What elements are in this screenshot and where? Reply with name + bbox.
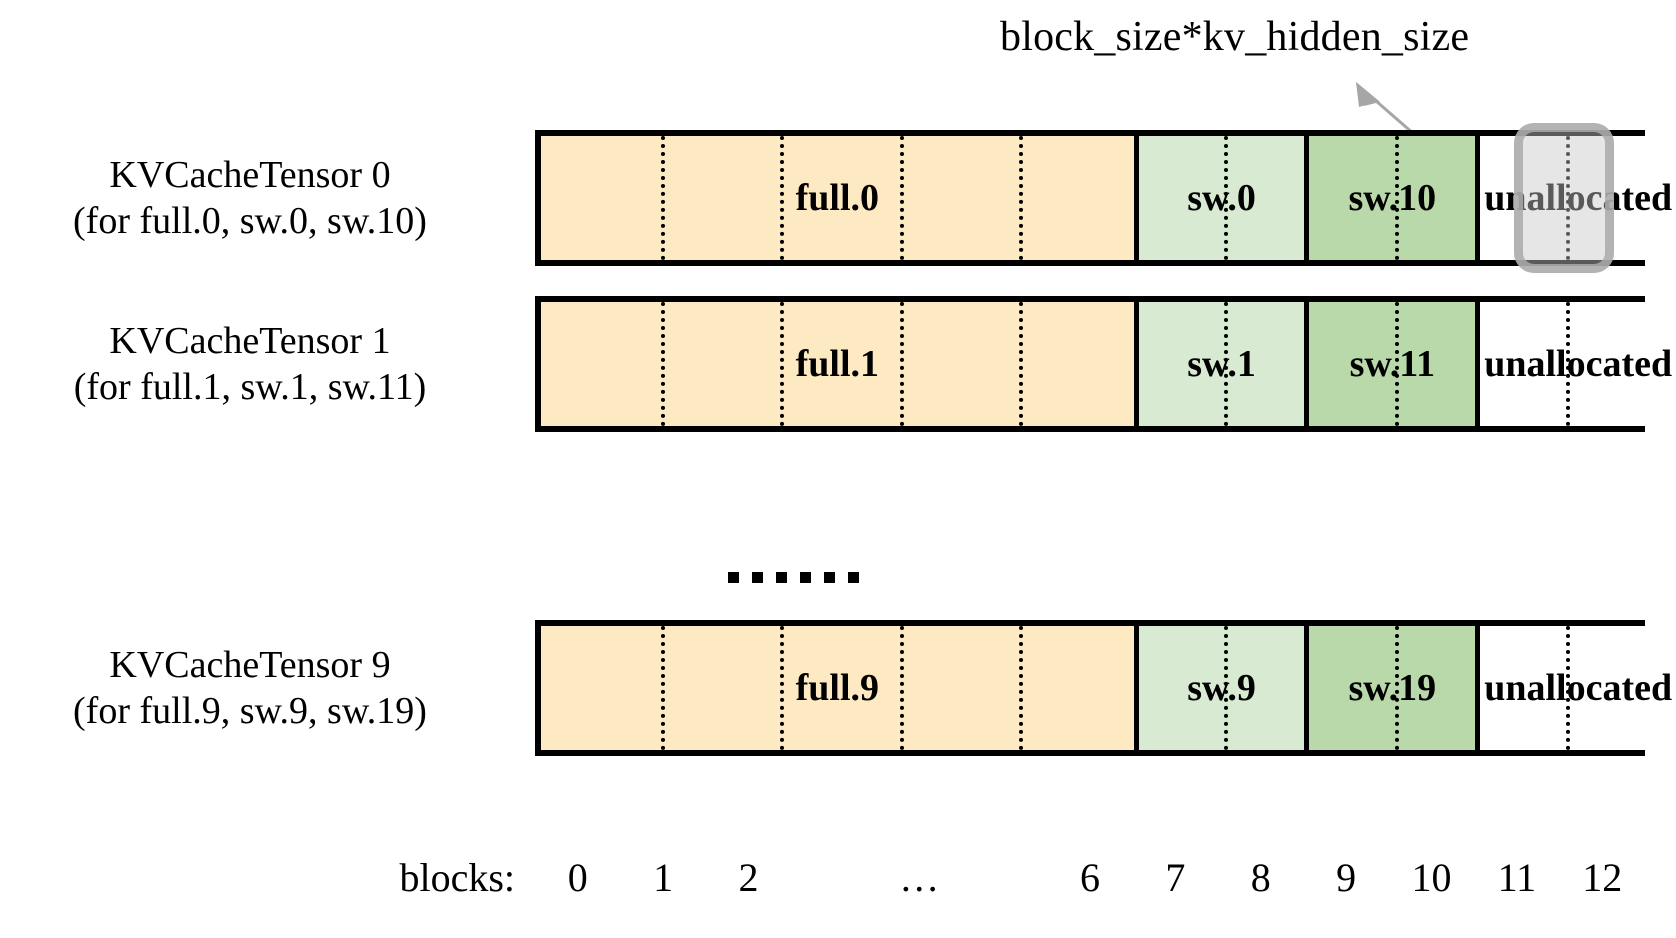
block-index-tick: 0 — [567, 855, 588, 900]
block-divider — [1019, 626, 1024, 750]
unallocated-cell[interactable]: unallocated — [1480, 626, 1676, 750]
full-cell[interactable]: full.0 — [541, 136, 1139, 260]
ellipsis-dot — [728, 572, 739, 583]
sw-dark-cell[interactable]: sw.11 — [1309, 302, 1481, 426]
cell-label: sw.19 — [1348, 666, 1437, 709]
block-divider — [1565, 136, 1570, 260]
block-index-tick: 2 — [738, 855, 759, 900]
blocks-axis-title: blocks: — [399, 855, 515, 900]
cell-label: sw.11 — [1349, 342, 1436, 385]
cell-label: sw.1 — [1187, 342, 1256, 385]
block-divider — [660, 626, 665, 750]
kvcache-tensor-bar: full.0 sw.0 sw.10 unallocated — [535, 130, 1676, 266]
block-divider — [780, 302, 785, 426]
sw-dark-cell[interactable]: sw.19 — [1309, 626, 1481, 750]
block-divider — [1394, 626, 1399, 750]
block-divider — [899, 626, 904, 750]
kvcache-tensor-bar: full.1 sw.1 sw.11 unallocated — [535, 296, 1676, 432]
block-index-tick: 6 — [1080, 855, 1100, 900]
tensor-row-label-line1: KVCacheTensor 9 — [109, 643, 391, 686]
sw-dark-cell[interactable]: sw.10 — [1309, 136, 1481, 260]
block-divider — [780, 626, 785, 750]
vertical-ellipsis — [728, 572, 859, 583]
tensor-row-label-line1: KVCacheTensor 0 — [109, 153, 391, 196]
tensor-row: KVCacheTensor 9(for full.9, sw.9, sw.19)… — [0, 620, 1676, 756]
unallocated-cell[interactable]: unallocated — [1480, 136, 1676, 260]
block-index-tick: … — [899, 855, 940, 900]
cell-label: sw.10 — [1348, 176, 1437, 219]
block-divider — [660, 302, 665, 426]
full-cell[interactable]: full.9 — [541, 626, 1139, 750]
tensor-row: KVCacheTensor 0(for full.0, sw.0, sw.10)… — [0, 130, 1676, 266]
ellipsis-dot — [824, 572, 835, 583]
full-cell[interactable]: full.1 — [541, 302, 1139, 426]
cell-label: unallocated — [1484, 666, 1673, 709]
cell-label: full.1 — [795, 342, 880, 385]
block-index-tick: 10 — [1411, 855, 1452, 900]
cell-label: unallocated — [1484, 176, 1673, 219]
ellipsis-dot — [848, 572, 859, 583]
kvcache-tensor-bar: full.9 sw.9 sw.19 unallocated — [535, 620, 1676, 756]
ellipsis-dot — [752, 572, 763, 583]
sw-cell[interactable]: sw.1 — [1138, 302, 1310, 426]
cell-label: sw.0 — [1187, 176, 1256, 219]
unallocated-cell[interactable]: unallocated — [1480, 302, 1676, 426]
block-divider — [1019, 136, 1024, 260]
tensor-row: KVCacheTensor 1(for full.1, sw.1, sw.11)… — [0, 296, 1676, 432]
tensor-row-label: KVCacheTensor 9(for full.9, sw.9, sw.19) — [0, 620, 500, 756]
block-index-tick: 1 — [653, 855, 674, 900]
block-index-tick: 9 — [1336, 855, 1357, 900]
cell-label: full.9 — [795, 666, 880, 709]
block-index-tick: 7 — [1165, 855, 1186, 900]
block-divider — [899, 302, 904, 426]
tensor-row-label-line2: (for full.9, sw.9, sw.19) — [73, 690, 427, 732]
annotation-label: block_size*kv_hidden_size — [1000, 14, 1470, 60]
block-index-tick: 11 — [1497, 855, 1537, 900]
cell-label: sw.9 — [1187, 666, 1256, 709]
block-divider — [1394, 136, 1399, 260]
block-divider — [1224, 626, 1229, 750]
tensor-row-label-line2: (for full.0, sw.0, sw.10) — [73, 200, 427, 242]
block-divider — [899, 136, 904, 260]
block-divider — [1394, 302, 1399, 426]
block-divider — [1565, 302, 1570, 426]
tensor-row-label: KVCacheTensor 1(for full.1, sw.1, sw.11) — [0, 296, 500, 432]
block-divider — [780, 136, 785, 260]
block-divider — [1565, 626, 1570, 750]
cell-label: unallocated — [1484, 342, 1673, 385]
cell-label: full.0 — [795, 176, 880, 219]
block-index-tick: 12 — [1582, 855, 1623, 900]
block-divider — [1019, 302, 1024, 426]
sw-cell[interactable]: sw.0 — [1138, 136, 1310, 260]
sw-cell[interactable]: sw.9 — [1138, 626, 1310, 750]
block-divider — [1224, 302, 1229, 426]
tensor-row-label-line1: KVCacheTensor 1 — [109, 319, 391, 362]
block-index-tick: 8 — [1250, 855, 1271, 900]
tensor-row-label-line2: (for full.1, sw.1, sw.11) — [73, 366, 427, 408]
ellipsis-dot — [800, 572, 811, 583]
ellipsis-dot — [776, 572, 787, 583]
block-divider — [660, 136, 665, 260]
tensor-row-label: KVCacheTensor 0(for full.0, sw.0, sw.10) — [0, 130, 500, 266]
block-divider — [1224, 136, 1229, 260]
